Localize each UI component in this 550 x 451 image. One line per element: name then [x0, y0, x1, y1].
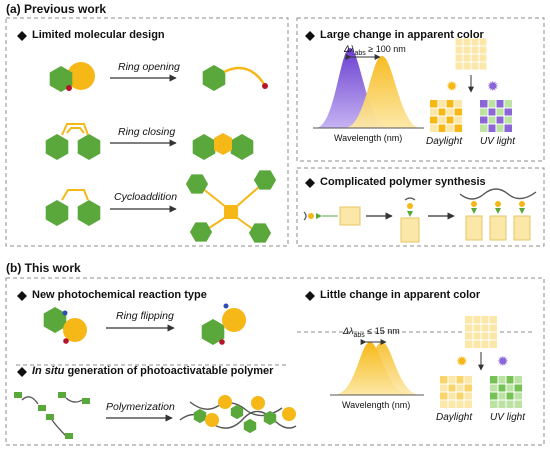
cycloaddition-label: Cycloaddition: [114, 191, 178, 203]
uv-burst-icon: ✹: [497, 353, 509, 369]
uv-light-label: UV light: [480, 136, 516, 147]
bullet-diamond: [305, 178, 315, 188]
monomer-units: [14, 392, 90, 439]
wavelength-axis-label-2: Wavelength (nm): [342, 400, 411, 410]
color-grid-before: [454, 37, 488, 71]
ring-closing-product: [192, 133, 254, 160]
ring-opening-product: [202, 65, 268, 91]
section-b-title: (b) This work: [6, 261, 81, 275]
bullet-diamond: [17, 291, 27, 301]
in-situ-heading: In situ generation of photoactivatable p…: [32, 365, 274, 377]
polymer-product: [179, 395, 297, 434]
color-grid-daylight: [430, 100, 462, 132]
bullet-diamond: [17, 31, 27, 41]
uv-burst-icon: ✹: [487, 78, 499, 94]
color-grid-daylight-2: [440, 376, 472, 408]
large-change-heading: Large change in apparent color: [320, 29, 484, 41]
new-type-heading: New photochemical reaction type: [32, 289, 207, 301]
color-grid-before-2: [465, 316, 497, 348]
bullet-diamond: [305, 291, 315, 301]
delta-small-label: Δλabs ≤ 15 nm: [343, 326, 400, 339]
cycloaddition-reactant: [45, 189, 101, 226]
delta-large-label: Δλabs ≥ 100 nm: [344, 44, 406, 57]
color-grid-uv: [480, 100, 512, 132]
complicated-heading: Complicated polymer synthesis: [320, 176, 486, 188]
sun-icon: ✹: [446, 78, 458, 94]
ring-flipping-reactant: [43, 307, 87, 344]
panel-a-color: [296, 17, 545, 162]
ring-flipping-label: Ring flipping: [116, 310, 174, 322]
panel-a-left: [5, 17, 289, 247]
ring-closing-label: Ring closing: [118, 126, 176, 138]
panel-b: [5, 277, 545, 446]
wavelength-axis-label: Wavelength (nm): [334, 133, 403, 143]
daylight-label-2: Daylight: [436, 412, 473, 423]
spectrum-small-shift: [330, 339, 424, 396]
spectrum-large-shift: [313, 48, 424, 129]
panel-a-polymer: [296, 167, 545, 247]
little-change-heading: Little change in apparent color: [320, 289, 481, 301]
uv-light-label-2: UV light: [490, 412, 526, 423]
cycloaddition-product: [183, 165, 279, 248]
ring-flipping-product: [201, 303, 246, 345]
polymerization-label: Polymerization: [106, 401, 175, 413]
ring-opening-label: Ring opening: [118, 61, 180, 73]
color-grid-uv-2: [490, 376, 522, 408]
section-a-title: (a) Previous work: [6, 2, 107, 16]
ring-closing-reactant: [45, 123, 101, 160]
daylight-label: Daylight: [426, 136, 463, 147]
sun-icon: ✹: [456, 353, 468, 369]
polymer-synthesis-scheme: [303, 188, 537, 243]
limited-design-heading: Limited molecular design: [32, 29, 165, 41]
ring-opening-reactant: [49, 62, 95, 92]
bullet-diamond: [17, 367, 27, 377]
bullet-diamond: [305, 31, 315, 41]
